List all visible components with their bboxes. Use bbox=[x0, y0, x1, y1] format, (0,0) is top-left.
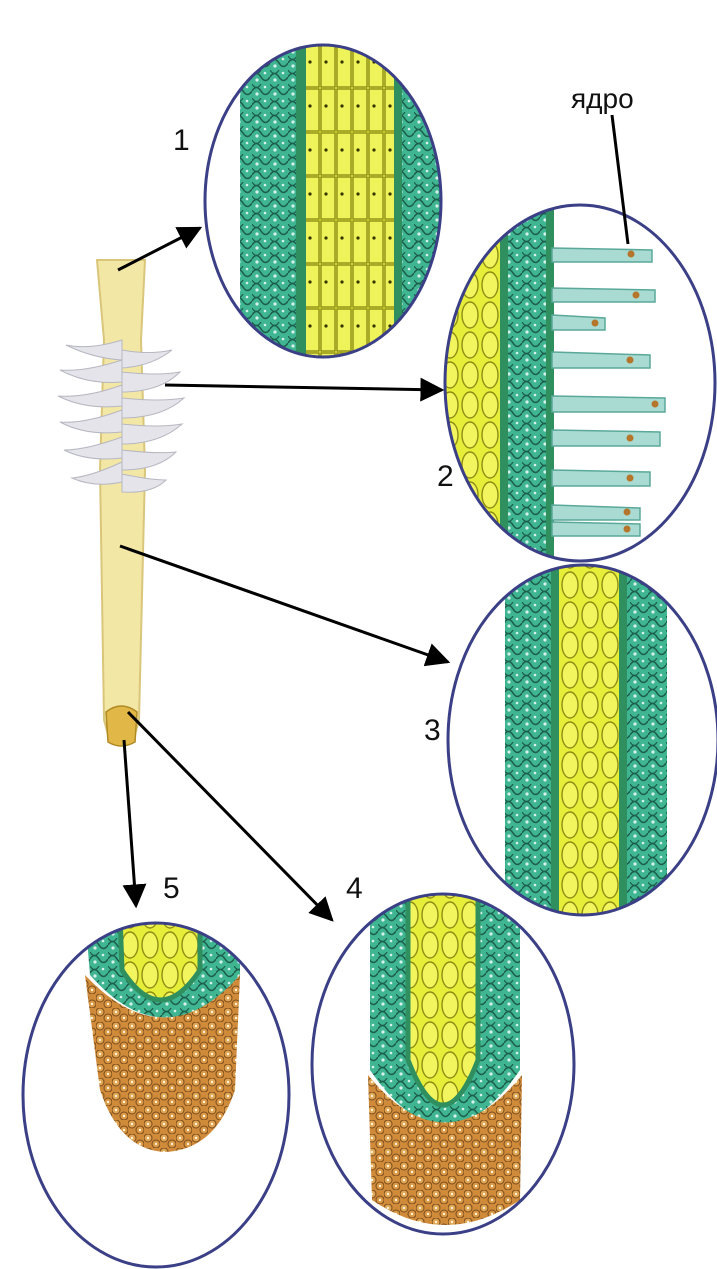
magnifier-5 bbox=[20, 915, 295, 1269]
arrow-to-zone-2 bbox=[165, 385, 442, 390]
zone-label-4: 4 bbox=[346, 872, 363, 905]
magnifier-3 bbox=[445, 555, 717, 925]
zone-label-5: 5 bbox=[163, 872, 180, 905]
arrow-to-zone-3 bbox=[120, 546, 448, 662]
arrow-to-zone-5 bbox=[124, 740, 136, 906]
root-cap-small bbox=[106, 706, 137, 746]
root-hairs-cluster bbox=[58, 340, 184, 492]
magnifier-1 bbox=[200, 30, 450, 370]
zone-label-2: 2 bbox=[437, 460, 454, 493]
magnifier-4 bbox=[310, 880, 580, 1240]
zone-label-1: 1 bbox=[173, 124, 190, 157]
arrow-to-zone-4 bbox=[128, 712, 332, 920]
zone-label-3: 3 bbox=[424, 714, 441, 747]
magnifier-2 bbox=[440, 200, 717, 570]
arrow-to-zone-1 bbox=[118, 228, 200, 270]
root-illustration bbox=[58, 260, 184, 746]
nucleus-label: ядро bbox=[571, 83, 634, 114]
root-body bbox=[97, 260, 145, 738]
